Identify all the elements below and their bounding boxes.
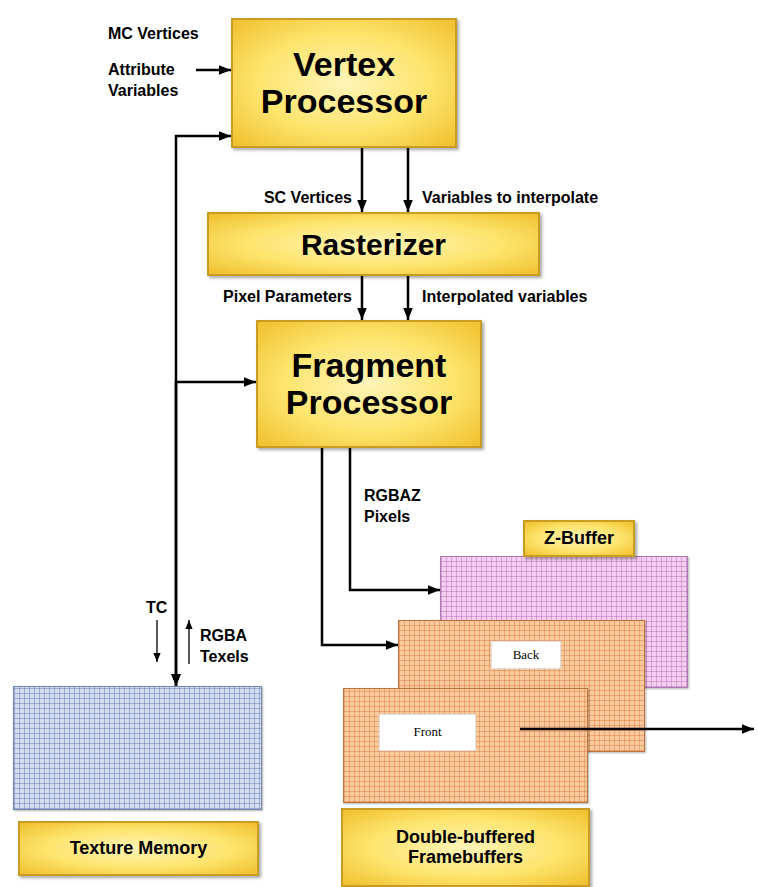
- input-arrow: [196, 69, 231, 72]
- processor-box: Rasterizer: [207, 212, 540, 276]
- node-label: Texture Memory: [18, 821, 259, 876]
- annotation-label: TC: [146, 598, 167, 619]
- caption-box: Double-buffered Framebuffers: [341, 808, 590, 887]
- edge-label: Interpolated variables: [422, 287, 587, 308]
- connector-arrow: [407, 276, 410, 320]
- direction-arrow: [188, 620, 189, 664]
- connector-arrow: [361, 148, 364, 212]
- annotation-label: RGBA Texels: [200, 626, 249, 668]
- processor-box: Fragment Processor: [256, 320, 482, 448]
- connector-arrow: [322, 448, 398, 645]
- display-output-arrow: [520, 728, 754, 731]
- node-label: Fragment Processor: [266, 347, 472, 422]
- edge-label: SC Vertices: [264, 188, 352, 209]
- node-label: Vertex Processor: [241, 46, 447, 121]
- annotation-label: RGBAZ Pixels: [364, 486, 421, 528]
- node-label: Front: [379, 714, 476, 751]
- annotation-label: MC Vertices: [108, 24, 199, 45]
- connector-arrow: [407, 148, 410, 212]
- node-label: Z-Buffer: [523, 520, 635, 557]
- memory-plane: Texture Memory: [13, 686, 262, 810]
- buffer-plane: Front: [343, 688, 588, 803]
- connector-arrow: [176, 382, 256, 686]
- processor-box: Vertex Processor: [231, 18, 457, 148]
- direction-arrow: [156, 620, 157, 662]
- node-label: Rasterizer: [301, 228, 446, 261]
- node-label: Back: [491, 641, 561, 669]
- annotation-label: Attribute Variables: [108, 60, 178, 102]
- connector-arrow: [361, 276, 364, 320]
- edge-label: Pixel Parameters: [223, 287, 352, 308]
- edge-label: Variables to interpolate: [422, 188, 598, 209]
- connector-arrow: [350, 448, 440, 590]
- node-label: Double-buffered Framebuffers: [351, 828, 580, 868]
